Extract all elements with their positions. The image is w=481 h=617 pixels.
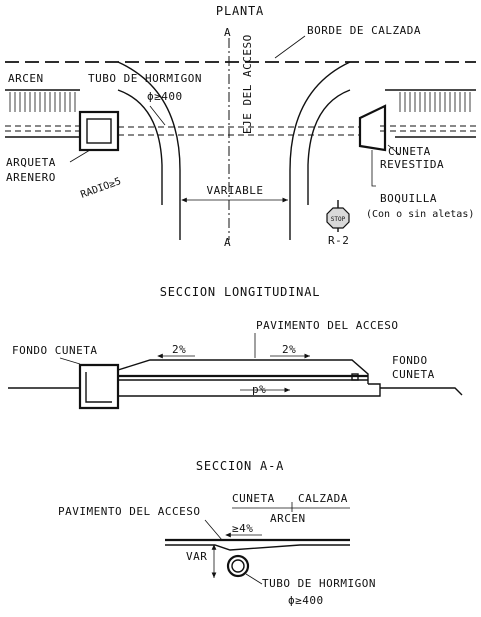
arqueta-box <box>78 110 120 152</box>
tubo-diam-label: ϕ≥400 <box>147 90 183 103</box>
left-curb-inner <box>117 89 163 205</box>
boquilla-label: BOQUILLA <box>380 192 437 205</box>
planta-title: PLANTA <box>216 4 264 18</box>
boquilla-shape <box>358 104 387 152</box>
slope-1-label: 2% <box>172 343 186 356</box>
arenero-label: ARENERO <box>6 171 56 184</box>
seccion-aa-view: SECCION A-A CUNETA CALZADA ARCEN PAVIMEN… <box>58 459 376 607</box>
eje-acceso-label: EJE DEL ACCESO <box>241 34 254 134</box>
tubo-section-icon <box>226 554 250 578</box>
svg-text:STOP: STOP <box>331 216 346 223</box>
fondo-right-2: CUNETA <box>392 368 435 381</box>
variable-label: VARIABLE <box>207 184 264 197</box>
arcen-label: ARCEN <box>8 72 44 85</box>
section-mark-top: A <box>224 26 231 39</box>
longitudinal-title: SECCION LONGITUDINAL <box>160 285 321 299</box>
r2-label: R-2 <box>328 234 349 247</box>
arcen-aa-label: ARCEN <box>270 512 306 525</box>
cuneta-aa-label: CUNETA <box>232 492 275 505</box>
seccion-aa-title: SECCION A-A <box>196 459 284 473</box>
calzada-aa-label: CALZADA <box>298 492 348 505</box>
borde-leader <box>274 35 306 59</box>
section-mark-bottom: A <box>224 236 231 249</box>
revestida-label: REVESTIDA <box>380 158 444 171</box>
arqueta-section <box>78 363 120 410</box>
radio-label: RADIO≥5 <box>79 176 122 201</box>
planta-view: PLANTA BORDE DE CALZADA A A EJE DEL ACCE… <box>5 4 476 249</box>
right-cuneta-hatch <box>380 89 476 138</box>
var-label: VAR <box>186 550 207 563</box>
slope-2-label: 2% <box>282 343 296 356</box>
slope-p-label: p% <box>252 383 266 396</box>
longitudinal-view: SECCION LONGITUDINAL PAVIMENTO DEL ACCES… <box>8 285 463 410</box>
left-cuneta-hatch <box>5 89 80 138</box>
tubo-aa-diam: ϕ≥400 <box>288 594 324 607</box>
fondo-right-1: FONDO <box>392 354 428 367</box>
tubo-aa-label: TUBO DE HORMIGON <box>262 577 376 590</box>
pavimento-label: PAVIMENTO DEL ACCESO <box>256 319 398 332</box>
slope-aa-label: ≥4% <box>232 522 253 535</box>
pavimento-aa-label: PAVIMENTO DEL ACCESO <box>58 505 200 518</box>
right-curb-inner <box>307 89 351 205</box>
cuneta-label: CUNETA <box>388 145 431 158</box>
right-curb <box>289 61 351 240</box>
fondo-cuneta-left: FONDO CUNETA <box>12 344 97 357</box>
left-curb <box>117 61 181 240</box>
stop-sign-icon: STOP <box>326 200 350 232</box>
aletas-label: (Con o sin aletas) <box>366 209 474 220</box>
arqueta-inner <box>86 118 112 144</box>
pavement-top <box>117 359 369 384</box>
arqueta-label: ARQUETA <box>6 156 56 169</box>
borde-calzada-label: BORDE DE CALZADA <box>307 24 421 37</box>
